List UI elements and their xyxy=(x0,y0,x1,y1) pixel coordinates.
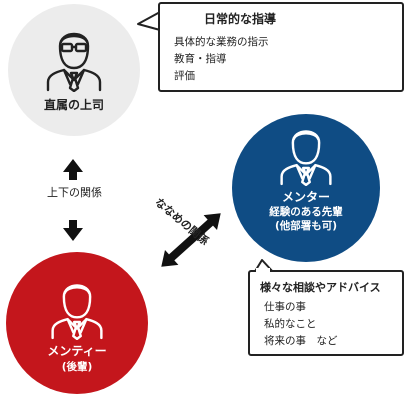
callout-boss-item: 教育・指導 xyxy=(174,53,227,65)
mentee-note: (後輩) xyxy=(61,361,93,373)
callout-mentor-item: 私的なこと xyxy=(264,318,317,330)
businessman-icon xyxy=(51,284,103,340)
callout-boss-tail xyxy=(137,11,161,31)
businessman-with-glasses-icon xyxy=(46,32,102,92)
boss-label: 直属の上司 xyxy=(43,98,104,112)
mentor-note: (他部署も可) xyxy=(274,220,338,232)
callout-mentor-item: 仕事の事 xyxy=(264,301,306,313)
mentee-label: メンティー xyxy=(47,344,107,358)
callout-boss-item: 具体的な業務の指示 xyxy=(174,36,269,48)
mentee-circle: メンティー (後輩) xyxy=(6,252,148,394)
callout-mentor-list: 仕事の事 私的なこと 将来の事 など xyxy=(264,299,402,350)
callout-boss-title: 日常的な指導 xyxy=(204,12,277,26)
callout-mentor-title: 様々な相談やアドバイス xyxy=(260,281,381,294)
mentor-circle: メンター 経験のある先輩 (他部署も可) xyxy=(232,114,380,262)
callout-boss-item: 評価 xyxy=(174,70,195,82)
businessman-icon xyxy=(280,130,332,186)
boss-circle: 直属の上司 xyxy=(8,4,140,136)
vertical-relation-label: 上下の関係 xyxy=(47,186,102,199)
callout-mentor-tail-cover xyxy=(256,268,270,274)
callout-boss: 日常的な指導 具体的な業務の指示 教育・指導 評価 xyxy=(158,2,404,92)
callout-mentor: 様々な相談やアドバイス 仕事の事 私的なこと 将来の事 など xyxy=(248,270,404,356)
mentor-description: 経験のある先輩 xyxy=(269,206,343,218)
callout-boss-list: 具体的な業務の指示 教育・指導 評価 xyxy=(174,34,402,85)
diagonal-double-arrow xyxy=(161,213,221,267)
vertical-double-arrow xyxy=(63,159,83,241)
callout-mentor-item: 将来の事 など xyxy=(264,335,338,347)
mentor-label: メンター xyxy=(281,190,330,204)
